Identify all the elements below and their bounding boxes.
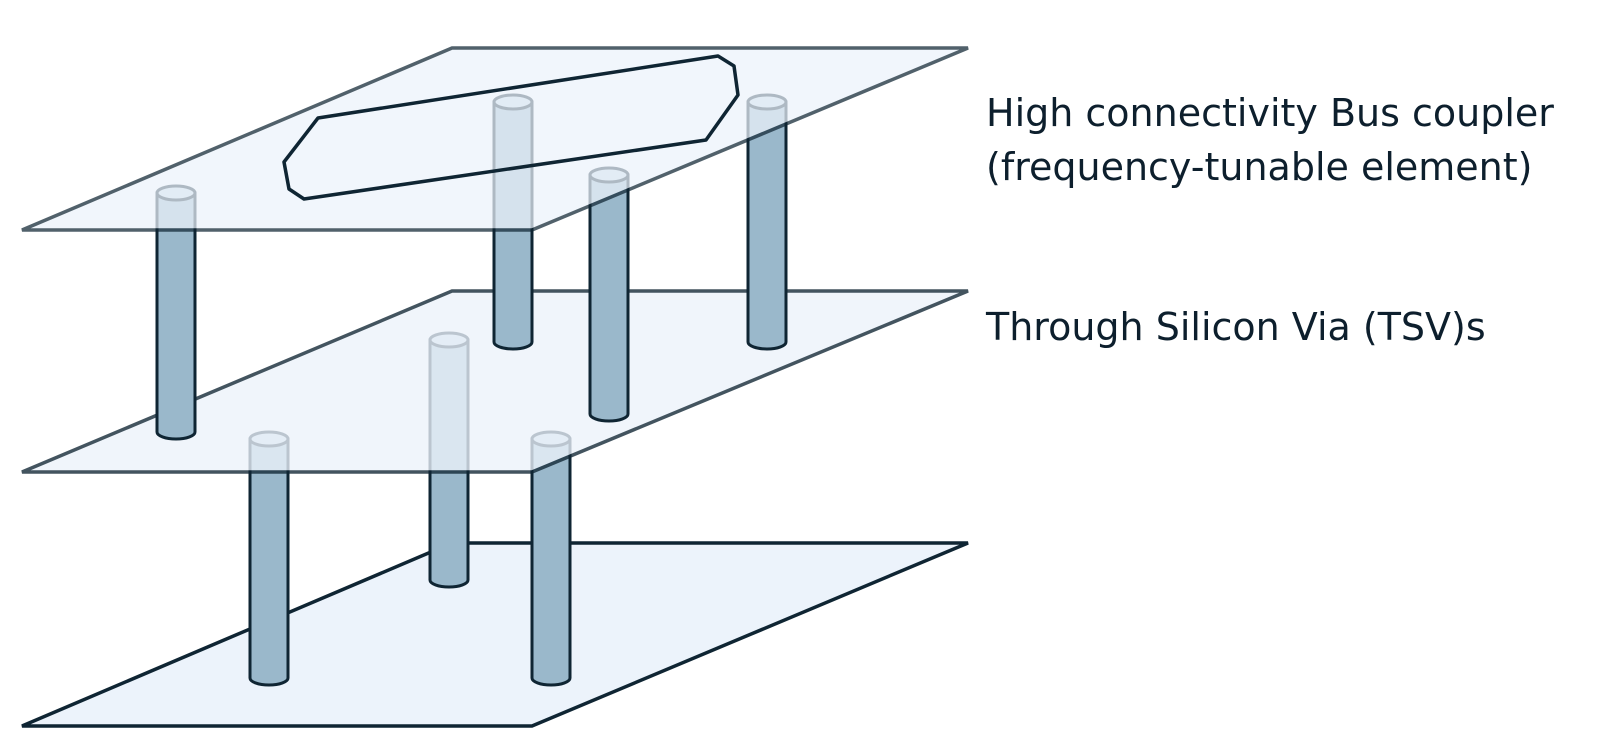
via-lower-3-body bbox=[530, 437, 572, 687]
bottom-layer bbox=[21, 541, 969, 728]
via-lower-1-body bbox=[248, 437, 290, 687]
top-layer bbox=[21, 46, 969, 232]
bus-coupler-label-line1: High connectivity Bus coupler bbox=[986, 91, 1554, 135]
via-upper-3 bbox=[588, 166, 630, 423]
bus-coupler-label-line2: (frequency-tunable element) bbox=[986, 145, 1533, 189]
via-upper-4-body bbox=[746, 100, 788, 351]
bus-coupler-outline bbox=[282, 54, 740, 201]
via-upper-3-body bbox=[588, 173, 630, 423]
tsv-label: Through Silicon Via (TSV)s bbox=[986, 305, 1486, 349]
via-upper-1-body bbox=[155, 191, 197, 441]
bus-coupler-label: High connectivity Bus coupler (frequency… bbox=[986, 86, 1554, 194]
